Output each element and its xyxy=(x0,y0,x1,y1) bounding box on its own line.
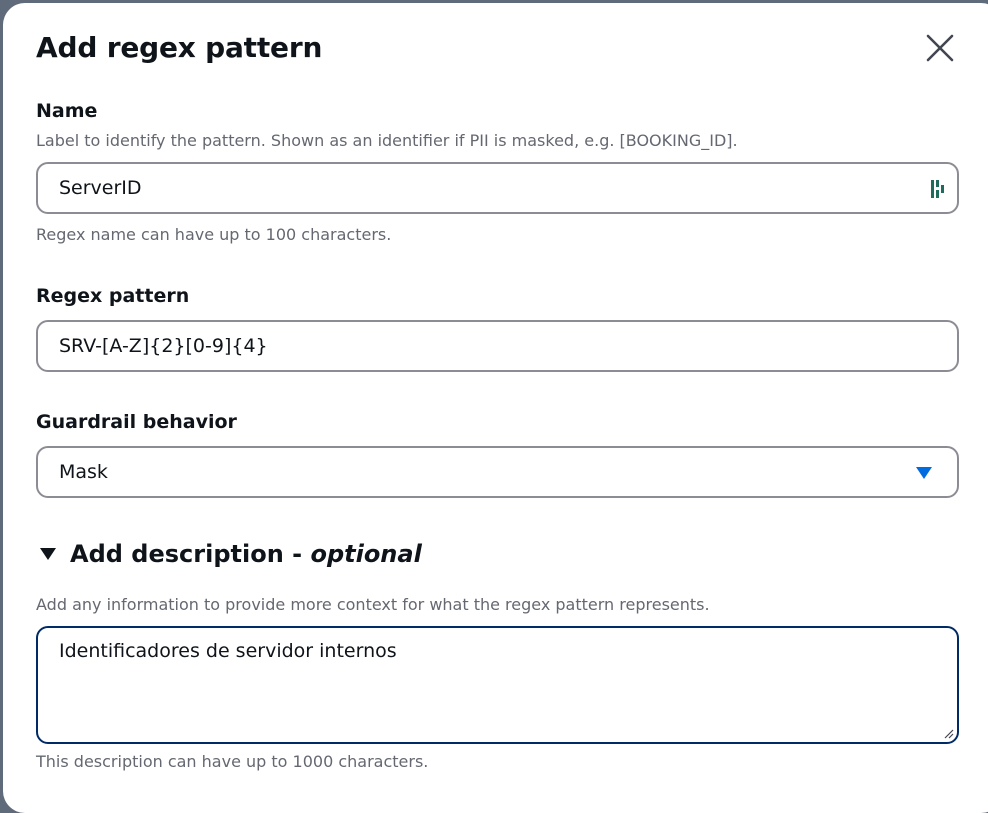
description-textarea-value: Identificadores de servidor internos xyxy=(59,640,397,662)
description-expander[interactable]: Add description - optional xyxy=(40,540,422,568)
description-hint: This description can have up to 1000 cha… xyxy=(36,752,429,771)
caret-down-icon xyxy=(40,548,56,560)
behavior-label: Guardrail behavior xyxy=(36,411,237,433)
close-button[interactable] xyxy=(922,30,958,66)
regex-input-value: SRV-[A-Z]{2}[0-9]{4} xyxy=(59,335,268,357)
name-description: Label to identify the pattern. Shown as … xyxy=(36,131,738,150)
name-input[interactable]: ServerID xyxy=(36,162,959,214)
expander-title-optional: optional xyxy=(310,540,422,568)
dialog-title: Add regex pattern xyxy=(36,31,323,64)
description-textarea[interactable]: Identificadores de servidor internos xyxy=(36,626,959,744)
password-manager-icon[interactable] xyxy=(929,177,949,201)
resize-handle-icon[interactable] xyxy=(942,727,954,739)
regex-input[interactable]: SRV-[A-Z]{2}[0-9]{4} xyxy=(36,320,959,372)
expander-title: Add description - optional xyxy=(70,540,422,568)
name-input-value: ServerID xyxy=(59,177,142,199)
name-label: Name xyxy=(36,100,98,122)
close-icon xyxy=(926,34,954,62)
expander-title-main: Add description - xyxy=(70,540,311,568)
add-regex-dialog: Add regex pattern Name Label to identify… xyxy=(3,3,988,813)
behavior-selected-value: Mask xyxy=(59,461,108,483)
caret-down-icon xyxy=(916,467,932,479)
regex-label: Regex pattern xyxy=(36,285,190,307)
description-help: Add any information to provide more cont… xyxy=(36,595,710,614)
name-hint: Regex name can have up to 100 characters… xyxy=(36,225,392,244)
behavior-select[interactable]: Mask xyxy=(36,446,959,498)
